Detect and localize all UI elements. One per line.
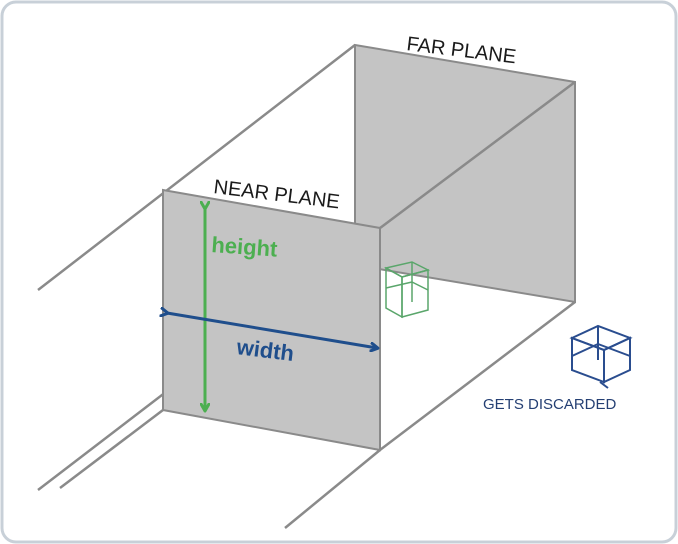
edge-bottom-right [379,301,576,451]
width-arrow [167,313,377,348]
discarded-cube-icon [569,324,633,389]
visible-cube-icon [383,261,431,319]
near-plane [162,188,381,452]
discarded-label: GETS DISCARDED [483,396,617,413]
edge-top-left [37,44,356,291]
edge-bottom-right-near [284,449,381,529]
edge-top-right [379,80,576,230]
edge-bottom-left-near [59,409,164,489]
far-plane [354,43,576,304]
height-label: height [211,232,279,262]
